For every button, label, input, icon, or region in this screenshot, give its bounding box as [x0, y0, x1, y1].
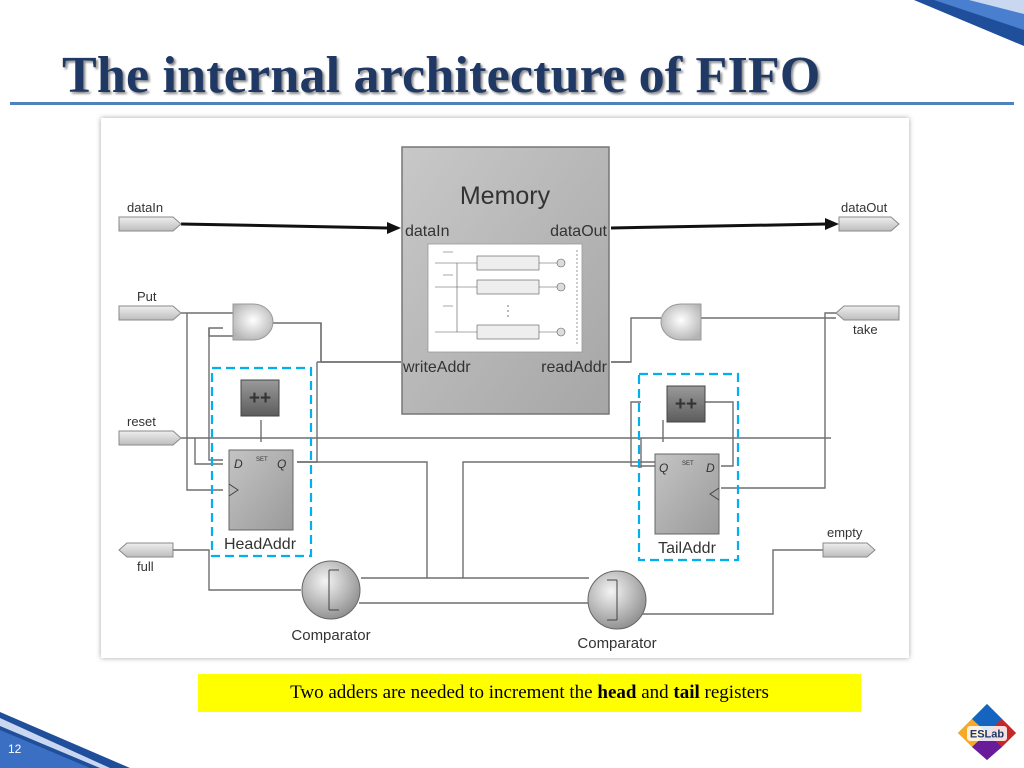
label-reset: reset [127, 414, 156, 429]
label-empty: empty [827, 525, 863, 540]
diagram-canvas: Memory dataIn dataOut writeAddr readAddr… [118, 146, 900, 652]
and-gate-head [232, 303, 274, 341]
tail-register-q: Q [659, 461, 668, 475]
tail-register-name: TailAddr [658, 540, 716, 557]
caption-highlight: Two adders are needed to increment the h… [198, 674, 861, 712]
label-full: full [137, 559, 154, 574]
corner-decoration-bottom-left [0, 712, 130, 768]
port-full-shape [118, 542, 174, 558]
label-datain: dataIn [127, 200, 163, 215]
port-take-shape [835, 305, 900, 321]
comparator-left-label: Comparator [291, 627, 370, 644]
port-empty-shape [822, 542, 876, 558]
port-dataout-shape [838, 216, 900, 232]
comparator-right-symbol [607, 579, 618, 621]
svg-text:ESLab: ESLab [970, 729, 1005, 741]
fifo-architecture-diagram: Memory dataIn dataOut writeAddr readAddr… [101, 118, 909, 658]
caption-suffix: registers [699, 682, 769, 703]
tail-highlight-box [637, 372, 740, 562]
head-register-set: SET [256, 457, 268, 463]
comparator-left-shape [301, 560, 361, 620]
tail-register-d: D [706, 461, 715, 475]
page-number: 12 [8, 742, 22, 756]
memory-port-dataout: dataOut [550, 223, 607, 240]
head-register-name: HeadAddr [224, 536, 297, 553]
datain-arrowhead [387, 222, 401, 234]
dataout-arrowhead [825, 218, 839, 230]
caption-head: head [597, 682, 637, 703]
memory-detail-thumbnail [427, 243, 583, 353]
caption-tail: tail [673, 682, 700, 703]
head-register-q: Q [277, 457, 286, 471]
caption-prefix: Two adders are needed to increment the [290, 682, 598, 703]
title-underline [10, 102, 1014, 105]
label-put: Put [137, 289, 157, 304]
tail-register-set: SET [682, 461, 694, 467]
head-clock-marker [228, 483, 239, 497]
label-take: take [853, 322, 878, 337]
memory-port-readaddr: readAddr [541, 359, 607, 376]
tail-register [654, 453, 720, 535]
port-put-shape [118, 305, 182, 321]
tail-adder-label: ++ [675, 394, 697, 415]
tail-adder [666, 385, 706, 423]
eslab-logo: ESLab [958, 704, 1016, 760]
comparator-left-symbol [328, 569, 339, 611]
memory-title: Memory [460, 182, 551, 210]
head-register-d: D [234, 457, 243, 471]
head-adder-label: ++ [249, 388, 271, 409]
slide-title: The internal architecture of FIFO [62, 47, 821, 104]
head-adder [240, 379, 280, 417]
comparator-right-label: Comparator [577, 635, 656, 652]
port-reset-shape [118, 430, 182, 446]
data-wires [180, 222, 828, 230]
head-highlight-box [210, 366, 313, 558]
label-dataout: dataOut [841, 200, 888, 215]
wires [146, 312, 836, 615]
corner-decoration-top-right [914, 0, 1024, 46]
memory-port-writeaddr: writeAddr [402, 359, 471, 376]
tail-clock-marker [709, 487, 720, 501]
head-register [228, 449, 294, 531]
caption-middle: and [636, 682, 674, 703]
port-datain-shape [118, 216, 182, 232]
memory-port-datain: dataIn [405, 223, 449, 240]
and-gate-tail [660, 303, 702, 341]
